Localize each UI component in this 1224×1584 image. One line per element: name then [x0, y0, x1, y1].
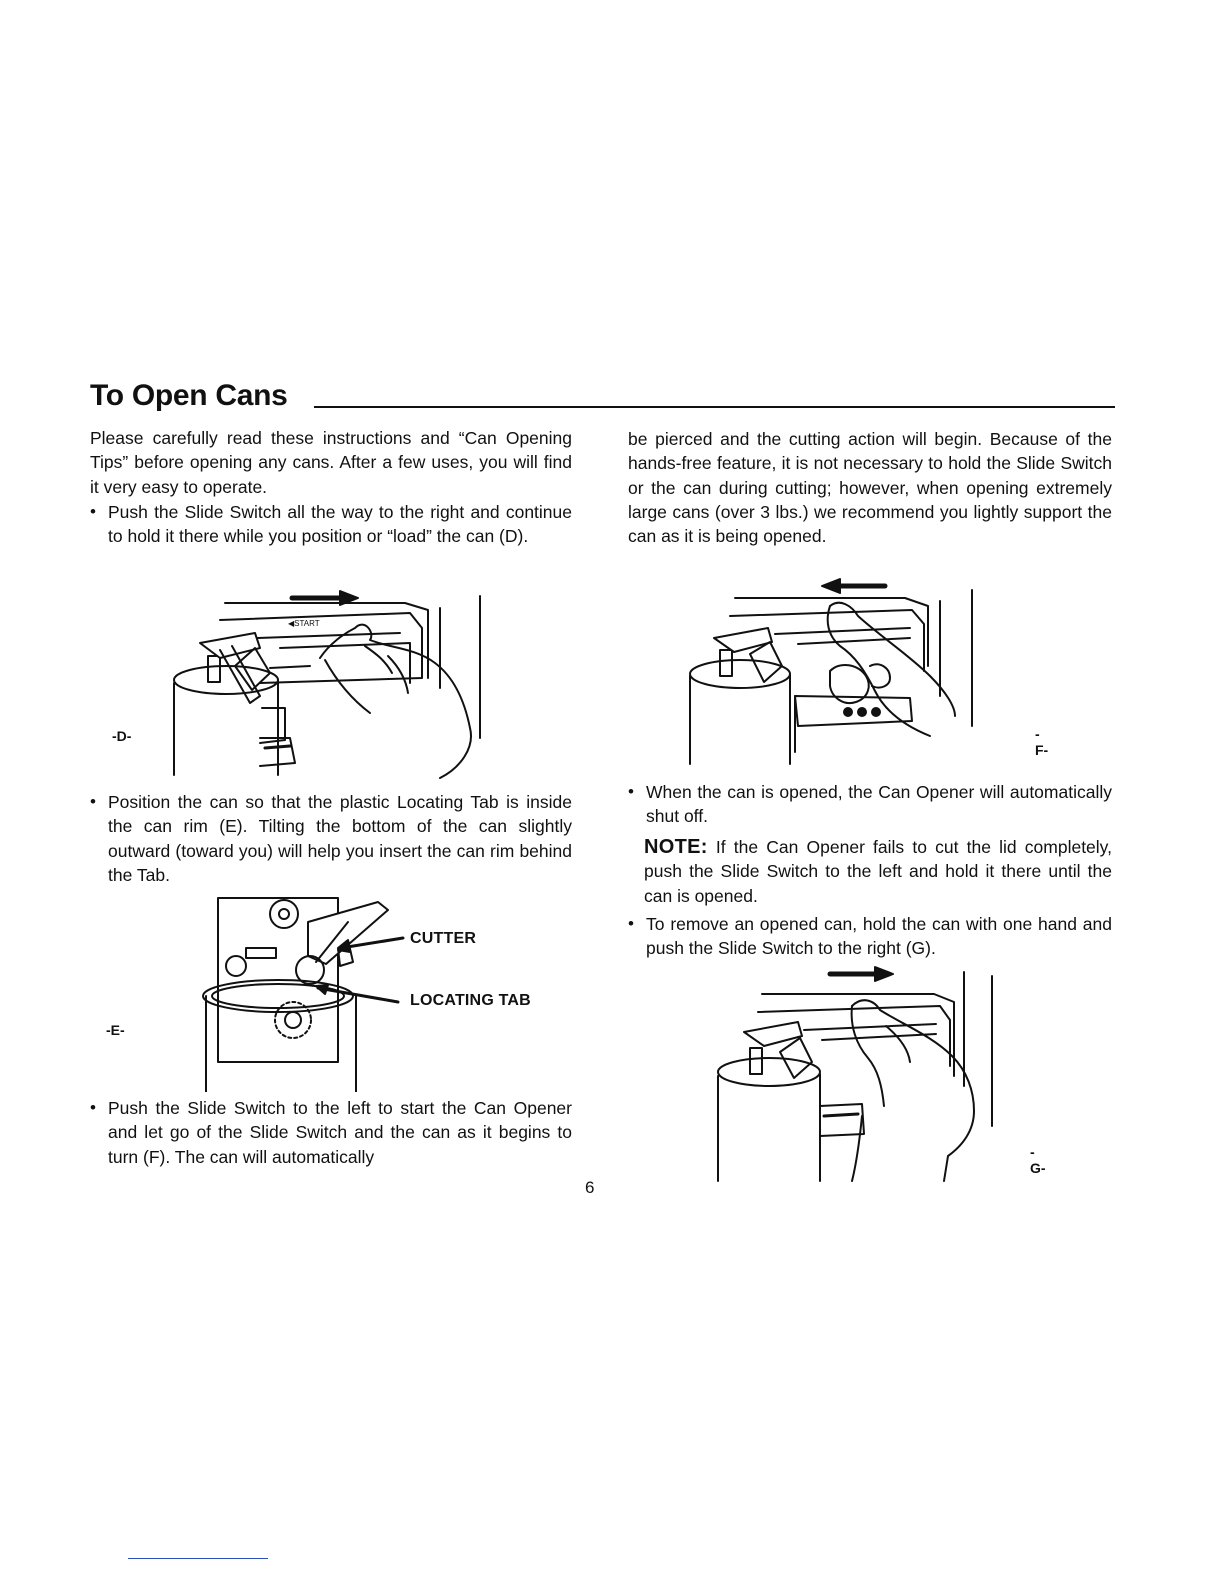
- bullet-load-can: • Push the Slide Switch all the way to t…: [90, 500, 572, 549]
- bullet-item: • When the can is opened, the Can Opener…: [628, 780, 1112, 829]
- callout-cutter: CUTTER: [410, 930, 477, 947]
- bullet-dot: •: [628, 914, 634, 933]
- figure-f-label: -F-: [1035, 726, 1049, 758]
- figure-g: -G-: [712, 966, 1046, 1188]
- bullet-item: • Push the Slide Switch to the left to s…: [90, 1096, 572, 1169]
- note-text: If the Can Opener fails to cut the lid c…: [644, 837, 1112, 906]
- figure-f: -F-: [680, 576, 1048, 766]
- figure-g-illustration: [717, 966, 993, 1182]
- bullet-position-can: • Position the can so that the plastic L…: [90, 790, 572, 887]
- continuation-paragraph: be pierced and the cutting action will b…: [628, 427, 1112, 548]
- figure-d-illustration: ◀START: [173, 590, 481, 779]
- bullet-text: Push the Slide Switch all the way to the…: [108, 502, 572, 547]
- page-number: 6: [585, 1178, 595, 1197]
- bullet-text: Push the Slide Switch to the left to sta…: [108, 1098, 572, 1167]
- callout-locating-tab: LOCATING TAB: [410, 992, 531, 1009]
- bullet-auto-shutoff: • When the can is opened, the Can Opener…: [628, 780, 1112, 829]
- bullet-dot: •: [90, 792, 96, 811]
- bullet-item: • To remove an opened can, hold the can …: [628, 912, 1112, 961]
- bullet-item: • Push the Slide Switch all the way to t…: [90, 500, 572, 549]
- bullet-text: When the can is opened, the Can Opener w…: [646, 782, 1112, 827]
- figure-e: CUTTER LOCATING TAB -E-: [106, 892, 558, 1093]
- intro-text: Please carefully read these instructions…: [90, 428, 572, 497]
- bullet-start-opener: • Push the Slide Switch to the left to s…: [90, 1096, 572, 1169]
- bullet-dot: •: [628, 782, 634, 801]
- bullet-text: Position the can so that the plastic Loc…: [108, 792, 572, 885]
- title-rule: [314, 406, 1115, 408]
- figure-e-illustration: [202, 897, 405, 1093]
- intro-paragraph: Please carefully read these instructions…: [90, 426, 572, 499]
- bullet-text: To remove an opened can, hold the can wi…: [646, 914, 1112, 959]
- figure-f-illustration: [689, 578, 973, 765]
- bullet-remove-can: • To remove an opened can, hold the can …: [628, 912, 1112, 961]
- continuation-text: be pierced and the cutting action will b…: [628, 429, 1112, 547]
- note-block: NOTE: If the Can Opener fails to cut the…: [628, 835, 1112, 908]
- footer-rule: [128, 1558, 268, 1559]
- title-row: To Open Cans: [90, 378, 1115, 418]
- figure-e-label: -E-: [106, 1022, 125, 1038]
- bullet-dot: •: [90, 1098, 96, 1117]
- bullet-item: • Position the can so that the plastic L…: [90, 790, 572, 887]
- note-paragraph: NOTE: If the Can Opener fails to cut the…: [644, 835, 1112, 908]
- figure-d-label: -D-: [112, 728, 132, 744]
- figure-d: ◀START -D-: [112, 588, 490, 780]
- page-title: To Open Cans: [90, 379, 288, 412]
- bullet-dot: •: [90, 502, 96, 521]
- note-label: NOTE:: [644, 836, 708, 858]
- figure-g-label: -G-: [1030, 1144, 1046, 1176]
- svg-text:◀START: ◀START: [288, 619, 320, 628]
